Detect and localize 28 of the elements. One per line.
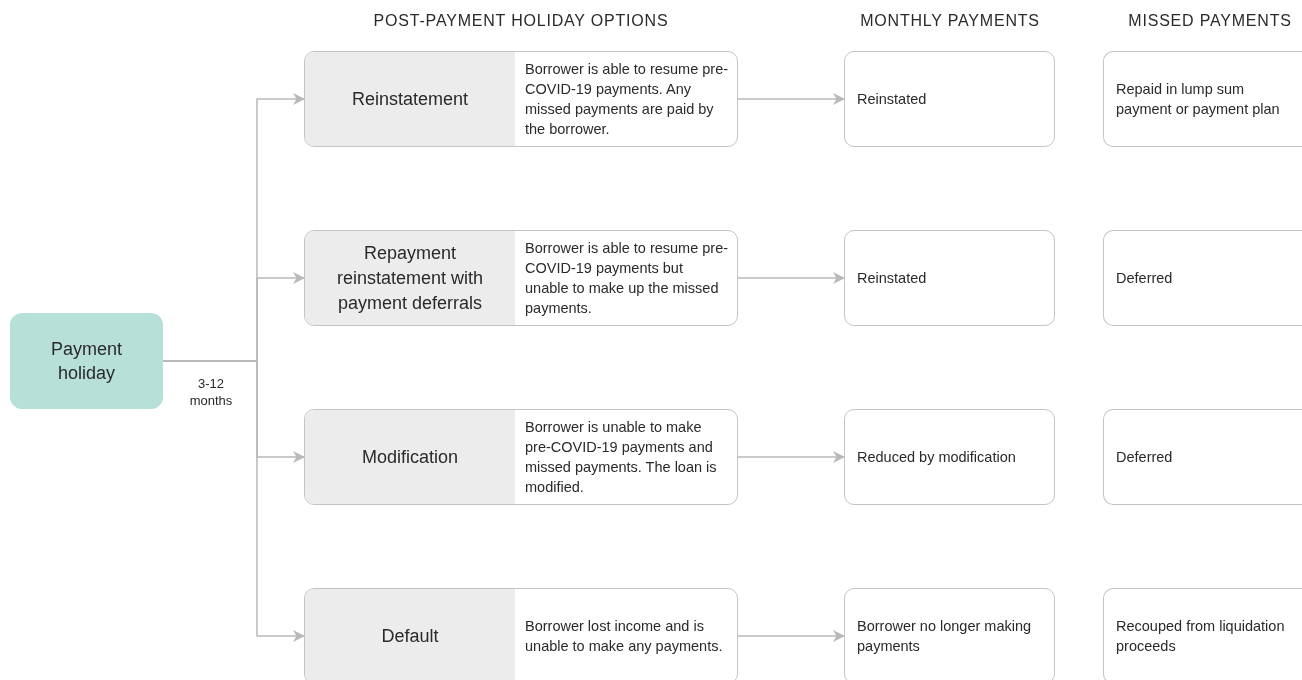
arrow: [737, 272, 845, 284]
option-description: Borrower lost income and is unable to make any payments.: [525, 617, 724, 656]
result-box: Borrower no longer making payments: [844, 588, 1055, 680]
option-box: [304, 409, 738, 505]
arrow: [737, 93, 845, 105]
option-title: Default: [381, 624, 439, 648]
option-title: Modification: [361, 445, 458, 469]
option-description: Borrower is unable to make pre-COVID-19 payments and missed payments. The loan is modified.: [525, 418, 718, 497]
column-heading: POST-PAYMENT HOLIDAY OPTIONS: [373, 12, 669, 30]
column-heading: MISSED PAYMENTS: [1128, 12, 1292, 30]
result-box: Repaid in lump sum payment or payment plan: [1103, 51, 1302, 147]
option-title: Repayment reinstatement with payment deferrals: [335, 241, 485, 315]
result-box: Reinstated: [844, 230, 1055, 326]
result-box: Reduced by modification: [844, 409, 1055, 505]
option-box: [304, 588, 738, 680]
column-heading: MONTHLY PAYMENTS: [860, 12, 1040, 30]
option-description: Borrower is able to resume pre-COVID-19 payments. Any missed payments are paid by the borrower.: [525, 60, 729, 139]
start-box: Payment holiday: [10, 313, 163, 409]
option-description: Borrower is able to resume pre-COVID-19 payments but unable to make up the missed payments.: [525, 239, 729, 318]
option-title: Reinstatement: [351, 87, 469, 111]
arrow: [737, 451, 845, 463]
result-box: Reinstated: [844, 51, 1055, 147]
arrow: [737, 630, 845, 642]
result-box: Deferred: [1103, 230, 1302, 326]
option-box: [304, 230, 738, 326]
result-box: Deferred: [1103, 409, 1302, 505]
result-box: Recouped from liquidation proceeds: [1103, 588, 1302, 680]
option-box: [304, 51, 738, 147]
